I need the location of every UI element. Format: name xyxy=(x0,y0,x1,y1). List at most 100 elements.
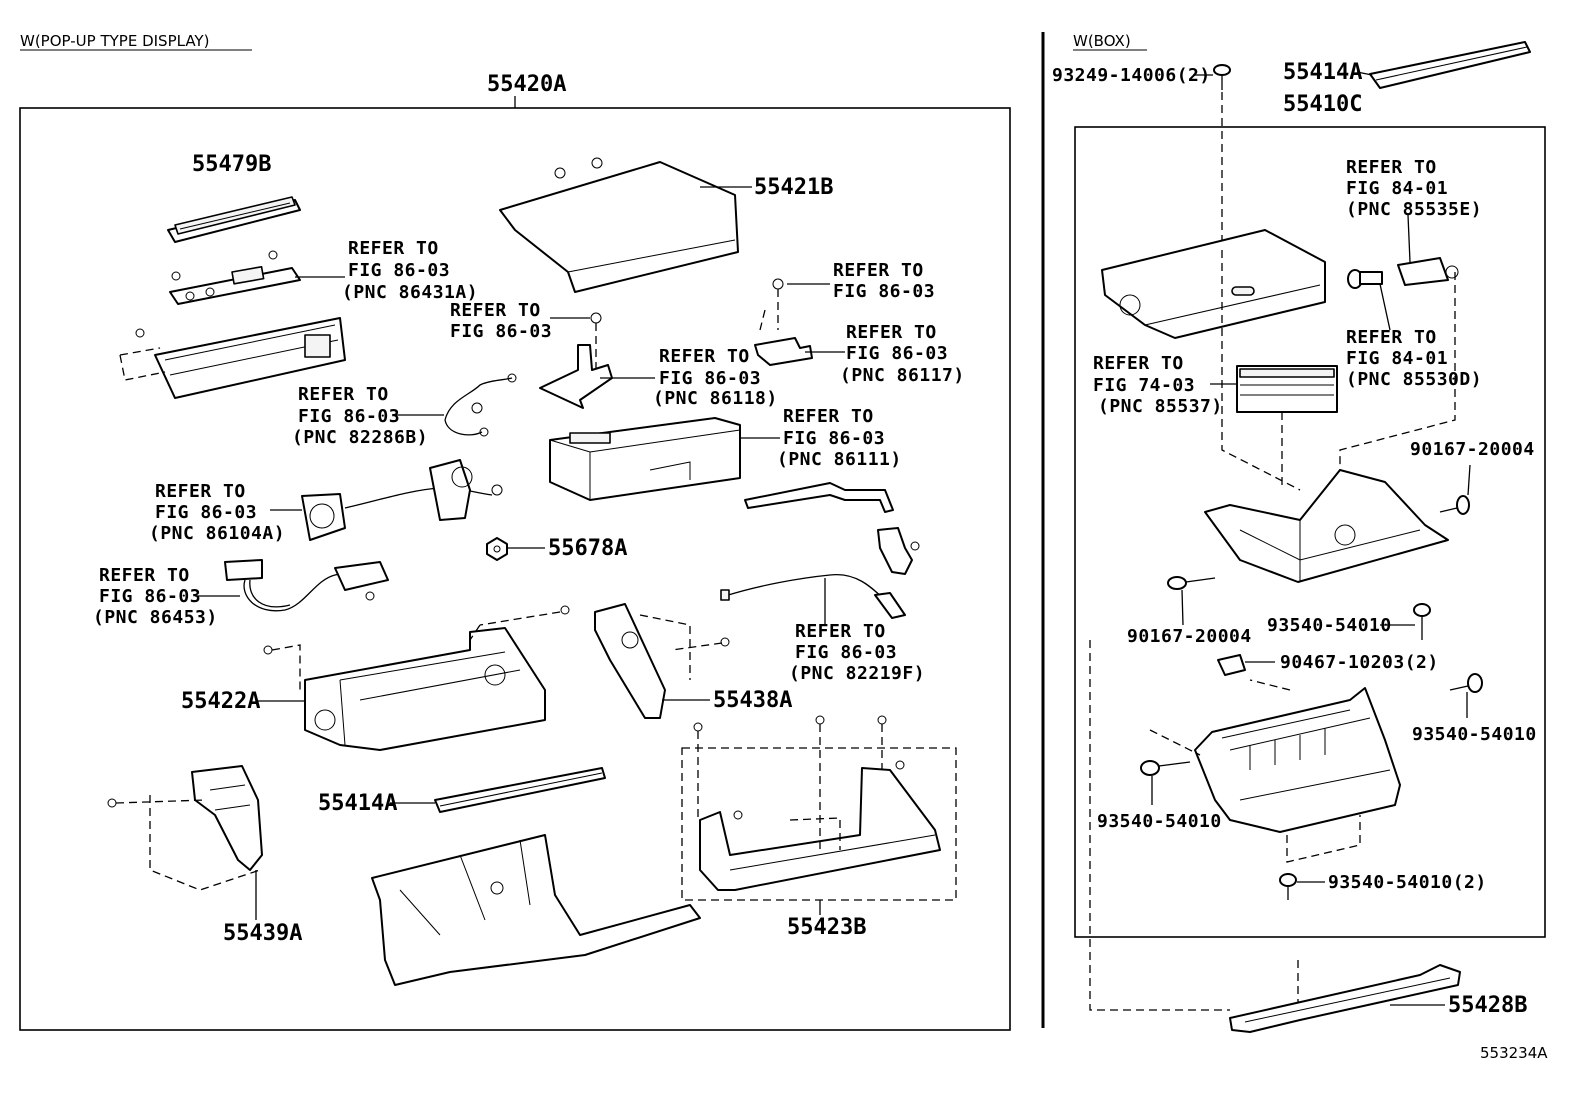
refer-to-8603-a: REFER TO FIG 86-03 xyxy=(450,300,552,342)
part-box-body xyxy=(1194,687,1401,833)
part-number-93540-54010-2: 93540-54010(2) xyxy=(1328,872,1487,893)
part-bracket-86118 xyxy=(539,312,613,409)
part-number-93540-54010-c: 93540-54010 xyxy=(1097,811,1222,832)
figure-code: 553234A xyxy=(1480,1044,1548,1062)
svg-text:FIG 84-01: FIG 84-01 xyxy=(1346,348,1448,369)
part-number-90167-20004-b: 90167-20004 xyxy=(1127,626,1252,647)
svg-text:(PNC 86431A): (PNC 86431A) xyxy=(342,282,478,303)
refer-to-82219F: REFER TO FIG 86-03 (PNC 82219F) xyxy=(789,621,925,684)
part-55421B xyxy=(499,157,739,293)
part-wire-82286B xyxy=(444,373,517,437)
part-latch-85535E xyxy=(1397,257,1459,286)
svg-text:REFER TO: REFER TO xyxy=(833,260,924,281)
svg-text:(PNC 86111): (PNC 86111) xyxy=(777,449,902,470)
part-number-93540-54010-a: 93540-54010 xyxy=(1267,615,1392,636)
refer-to-86104A: REFER TO FIG 86-03 (PNC 86104A) xyxy=(149,481,285,544)
svg-text:REFER TO: REFER TO xyxy=(659,346,750,367)
part-lower-panel xyxy=(371,834,701,986)
part-55439A xyxy=(107,765,263,891)
left-section-title: W(POP-UP TYPE DISPLAY) xyxy=(20,32,209,50)
part-number-55423B: 55423B xyxy=(787,915,866,940)
refer-to-85537: REFER TO FIG 74-03 (PNC 85537) xyxy=(1093,353,1223,417)
part-number-55678A: 55678A xyxy=(548,536,627,561)
part-number-90167-20004-a: 90167-20004 xyxy=(1410,439,1535,460)
refer-to-86111: REFER TO FIG 86-03 (PNC 86111) xyxy=(777,406,902,470)
part-wire-82219F xyxy=(720,573,906,619)
svg-text:REFER TO: REFER TO xyxy=(1093,353,1184,374)
part-screw-93249 xyxy=(1213,64,1231,90)
part-label-85537 xyxy=(1236,365,1338,413)
refer-to-85530D: REFER TO FIG 84-01 (PNC 85530D) xyxy=(1346,327,1482,390)
part-clip-90467 xyxy=(1217,654,1246,676)
part-55479B xyxy=(167,196,301,243)
svg-text:REFER TO: REFER TO xyxy=(99,565,190,586)
svg-text:(PNC 86118): (PNC 86118) xyxy=(653,388,778,409)
part-screw-93540-b xyxy=(1449,673,1483,693)
svg-text:FIG 84-01: FIG 84-01 xyxy=(1346,178,1448,199)
part-number-55420A: 55420A xyxy=(487,72,566,97)
part-screw-93540-d xyxy=(1279,873,1297,900)
part-55423B xyxy=(693,715,941,891)
svg-text:REFER TO: REFER TO xyxy=(450,300,541,321)
svg-text:(PNC 85537): (PNC 85537) xyxy=(1098,396,1223,417)
svg-text:(PNC 85535E): (PNC 85535E) xyxy=(1346,199,1482,220)
part-motor-86104A xyxy=(301,459,503,541)
svg-text:REFER TO: REFER TO xyxy=(348,238,439,259)
svg-text:FIG 74-03: FIG 74-03 xyxy=(1093,375,1195,396)
svg-text:FIG 86-03: FIG 86-03 xyxy=(348,260,450,281)
refer-to-86117: REFER TO FIG 86-03 (PNC 86117) xyxy=(840,322,965,386)
part-screw-90167-left xyxy=(1167,576,1216,590)
svg-text:FIG 86-03: FIG 86-03 xyxy=(833,281,935,302)
part-55428B xyxy=(1229,964,1461,1033)
svg-text:REFER TO: REFER TO xyxy=(846,322,937,343)
svg-text:(PNC 85530D): (PNC 85530D) xyxy=(1346,369,1482,390)
right-section-title: W(BOX) xyxy=(1073,32,1131,50)
part-number-55439A: 55439A xyxy=(223,921,302,946)
svg-text:REFER TO: REFER TO xyxy=(155,481,246,502)
part-number-93249-14006: 93249-14006(2) xyxy=(1052,65,1211,86)
part-screw-93540-a xyxy=(1413,603,1431,640)
part-55678A xyxy=(486,537,508,561)
svg-text:REFER TO: REFER TO xyxy=(1346,327,1437,348)
refer-to-86118: REFER TO FIG 86-03 (PNC 86118) xyxy=(653,346,778,409)
svg-text:FIG 86-03: FIG 86-03 xyxy=(99,586,201,607)
part-number-55438A: 55438A xyxy=(713,688,792,713)
part-upper-housing xyxy=(1204,469,1449,583)
assembly-frame-55410C xyxy=(1074,126,1546,938)
part-number-55414A-right: 55414A xyxy=(1283,60,1362,85)
part-55414A-right xyxy=(1369,41,1531,89)
part-box-lid xyxy=(1101,229,1326,339)
svg-text:FIG 86-03: FIG 86-03 xyxy=(298,406,400,427)
svg-text:REFER TO: REFER TO xyxy=(783,406,874,427)
subassembly-frame-55423B xyxy=(681,747,957,901)
svg-text:REFER TO: REFER TO xyxy=(298,384,389,405)
part-circuit-board xyxy=(169,250,301,305)
refer-to-86431A: REFER TO FIG 86-03 (PNC 86431A) xyxy=(342,238,478,303)
part-55422A xyxy=(263,605,570,751)
svg-text:REFER TO: REFER TO xyxy=(795,621,886,642)
part-number-55414A-left: 55414A xyxy=(318,791,397,816)
svg-text:(PNC 86453): (PNC 86453) xyxy=(93,607,218,628)
refer-to-8603-b: REFER TO FIG 86-03 xyxy=(833,260,935,302)
part-lock-85530D xyxy=(1347,269,1383,289)
part-screw-93540-c xyxy=(1140,760,1191,776)
part-module-86111 xyxy=(549,417,741,501)
part-cable-rod xyxy=(744,482,920,575)
svg-text:FIG 86-03: FIG 86-03 xyxy=(846,343,948,364)
svg-text:FIG 86-03: FIG 86-03 xyxy=(450,321,552,342)
part-number-55428B: 55428B xyxy=(1448,993,1527,1018)
part-screw-90167-right xyxy=(1439,495,1470,515)
svg-text:FIG 86-03: FIG 86-03 xyxy=(659,368,761,389)
part-number-90467-10203: 90467-10203(2) xyxy=(1280,652,1439,673)
refer-to-82286B: REFER TO FIG 86-03 (PNC 82286B) xyxy=(292,384,428,448)
part-55438A xyxy=(594,603,730,719)
part-bracket-86117 xyxy=(754,278,813,366)
svg-text:FIG 86-03: FIG 86-03 xyxy=(155,502,257,523)
svg-text:(PNC 86117): (PNC 86117) xyxy=(840,365,965,386)
part-number-93540-54010-b: 93540-54010 xyxy=(1412,724,1537,745)
svg-text:REFER TO: REFER TO xyxy=(1346,157,1437,178)
svg-text:FIG 86-03: FIG 86-03 xyxy=(795,642,897,663)
part-55414A-left xyxy=(434,767,606,813)
svg-text:(PNC 82286B): (PNC 82286B) xyxy=(292,427,428,448)
